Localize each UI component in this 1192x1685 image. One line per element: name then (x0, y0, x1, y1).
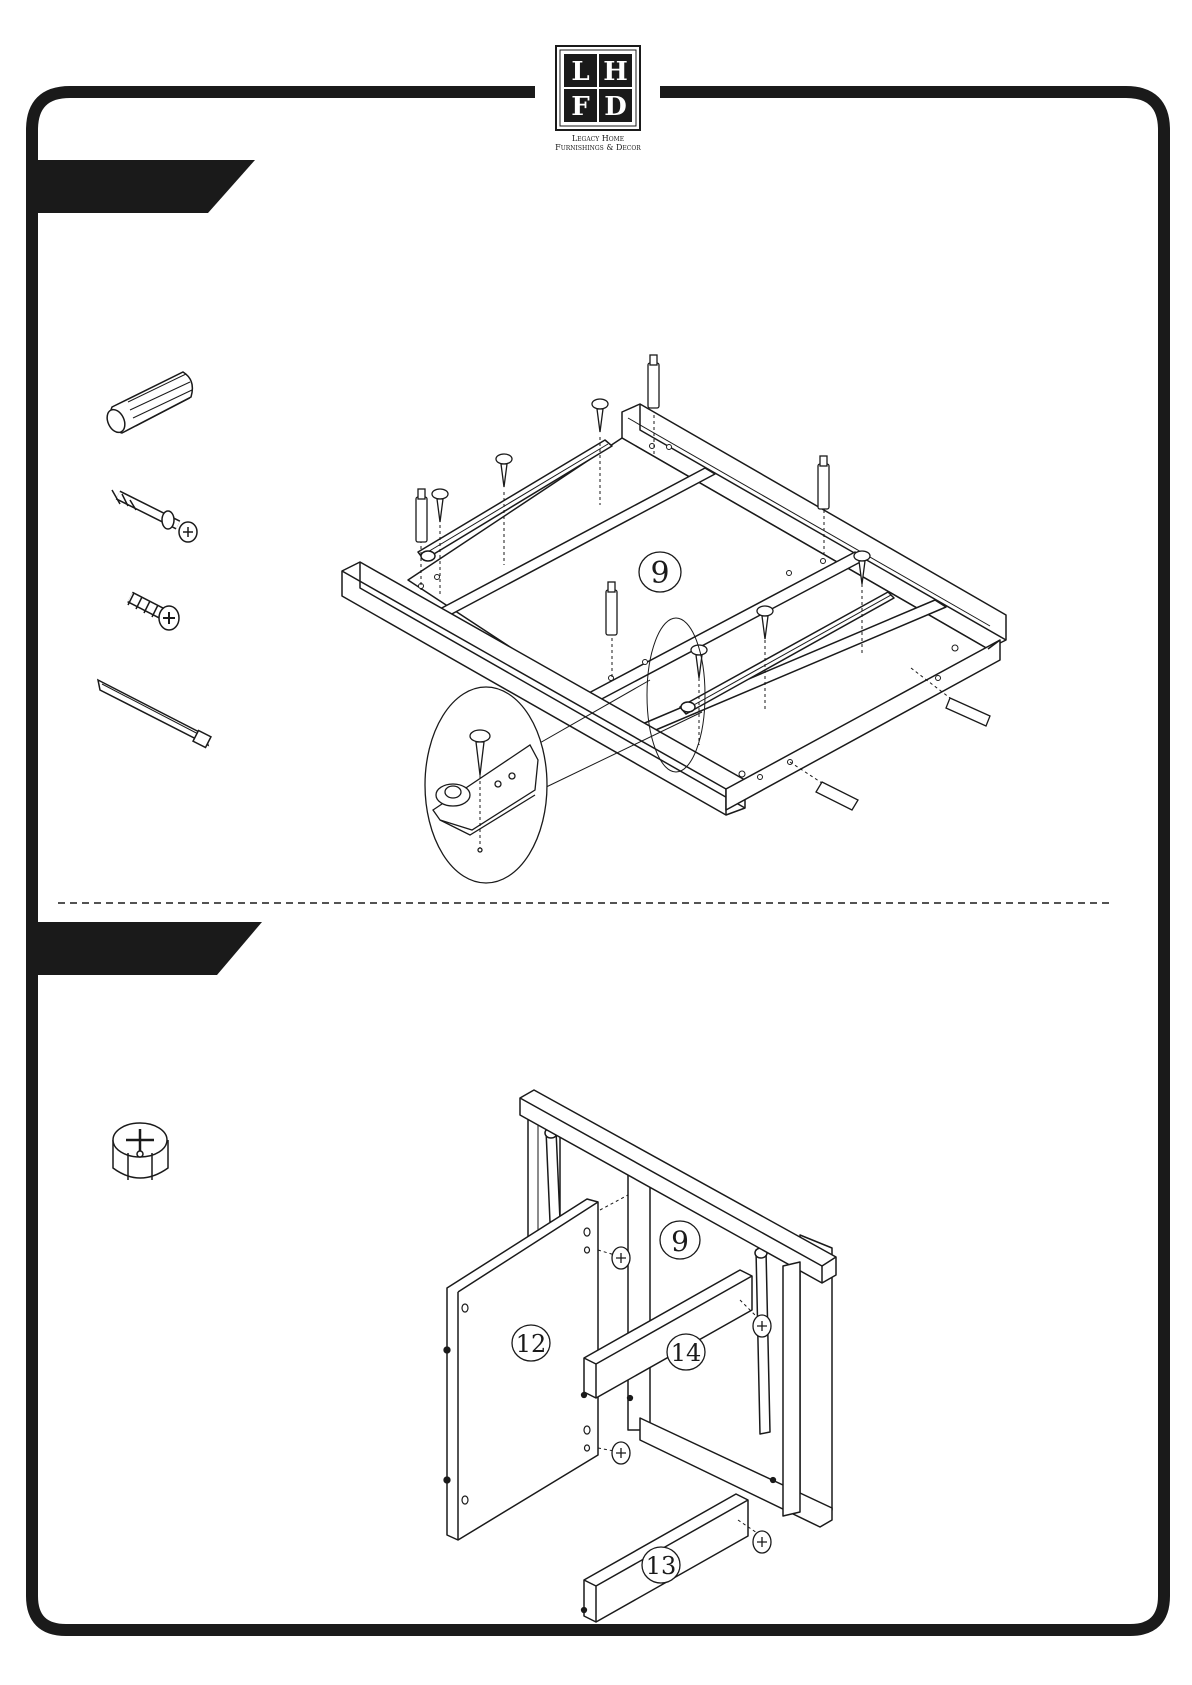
part-label-13: 13 (642, 1547, 680, 1583)
part-label-text: 14 (671, 1339, 702, 1367)
part-label-text: 9 (671, 1225, 689, 1258)
cam-lock-icon (113, 1123, 168, 1180)
wooden-dowel-icon (104, 372, 193, 435)
logo-caption-line2: Furnishings & Decor (555, 143, 641, 152)
logo-caption-line1: Legacy Home (572, 134, 624, 143)
cabinet-assembly (447, 1090, 836, 1622)
part-label-text: 12 (516, 1330, 547, 1358)
step-banner-b (38, 922, 262, 975)
drawer-slide-icon (98, 680, 211, 748)
part-label-text: 13 (646, 1552, 677, 1580)
part-label-text: 9 (650, 556, 669, 591)
logo-letter-d: D (604, 92, 627, 122)
brand-logo: L H F D Legacy Home Furnishings & Decor (555, 46, 641, 152)
logo-letter-f: F (571, 92, 590, 122)
part-label-9-step-b: 9 (660, 1221, 700, 1259)
step-banner-a (38, 160, 255, 213)
logo-letter-h: H (603, 57, 628, 87)
wood-screw-icon (128, 593, 179, 630)
hardware-legend-a (98, 372, 211, 748)
logo-letter-l: L (571, 57, 589, 87)
part-label-12: 12 (512, 1325, 550, 1361)
cam-bolt-icon (112, 490, 197, 542)
hardware-legend-b (113, 1123, 168, 1180)
part-label-9-step-a: 9 (639, 552, 681, 592)
part-label-14: 14 (667, 1334, 705, 1370)
